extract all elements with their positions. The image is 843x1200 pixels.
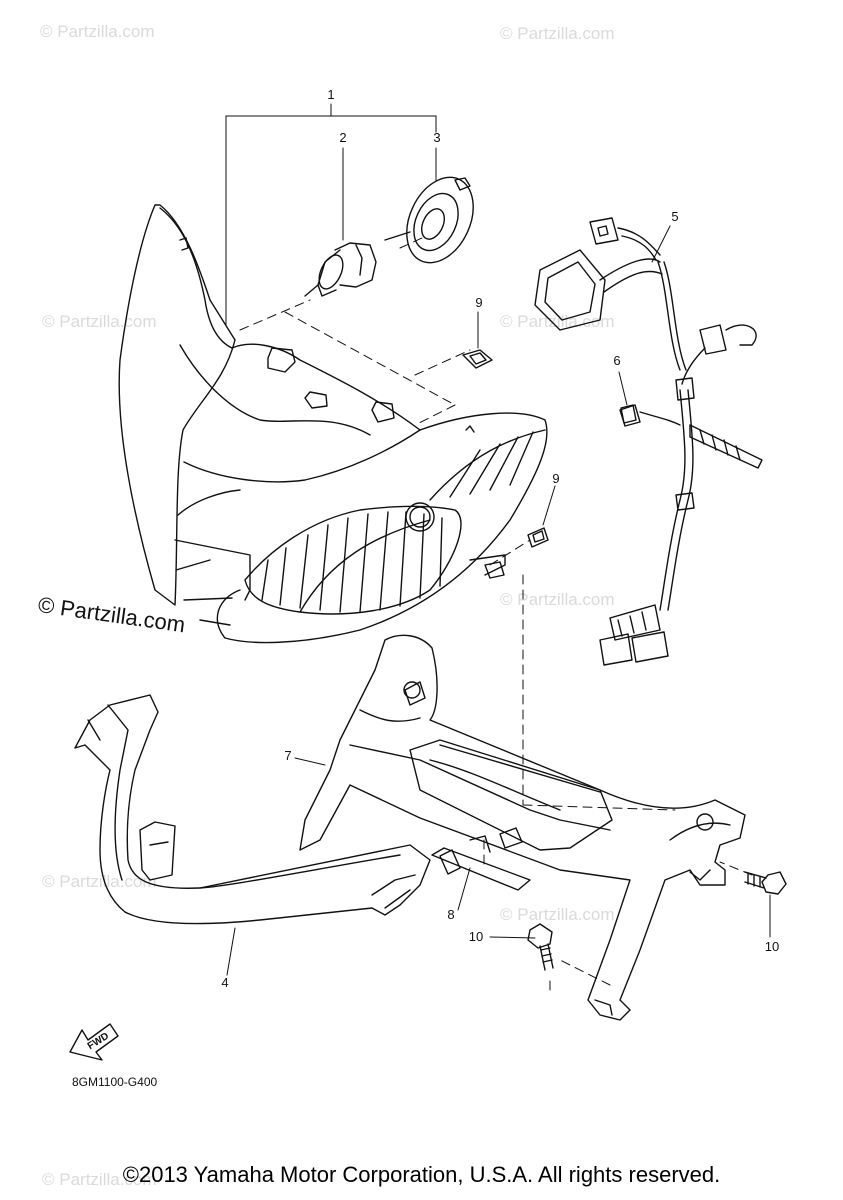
callout-7: 7 xyxy=(284,748,292,763)
callout-5: 5 xyxy=(671,209,679,224)
assembly-dash-lines xyxy=(239,237,753,991)
watermark: © Partzilla.com xyxy=(42,872,157,891)
diagram-code: 8GM1100-G400 xyxy=(72,1075,158,1089)
callout-6: 6 xyxy=(613,353,621,368)
headlight-housing-part-1 xyxy=(118,204,548,644)
callout-8: 8 xyxy=(447,907,455,922)
watermark: © Partzilla.com xyxy=(500,590,615,609)
watermark: © Partzilla.com xyxy=(42,312,157,331)
copyright-notice: ©2013 Yamaha Motor Corporation, U.S.A. A… xyxy=(122,1162,721,1187)
damper-strip-part-8 xyxy=(431,847,531,891)
callout-2: 2 xyxy=(339,130,347,145)
leader-lines xyxy=(225,103,771,976)
wire-clamp-part-6 xyxy=(620,404,637,424)
bulb-cover-part-3 xyxy=(384,176,474,264)
fwd-arrow-icon xyxy=(69,1023,119,1061)
bracket-part-4 xyxy=(74,694,431,925)
headlight-stay-part-7 xyxy=(299,634,746,1021)
callout-10: 10 xyxy=(764,939,780,954)
wiring-harness-part-5 xyxy=(534,217,763,666)
watermark: © Partzilla.com xyxy=(500,24,615,43)
watermark: © Partzilla.com xyxy=(42,1170,157,1189)
callout-9: 9 xyxy=(475,295,483,310)
callout-9: 9 xyxy=(552,471,560,486)
callout-10: 10 xyxy=(468,929,484,944)
callout-3: 3 xyxy=(433,130,441,145)
watermark: © Partzilla.com xyxy=(500,905,615,924)
callout-4: 4 xyxy=(221,975,229,990)
headlight-bulb-part-2 xyxy=(304,242,377,297)
watermark: © Partzilla.com xyxy=(40,22,155,41)
callout-1: 1 xyxy=(327,87,335,102)
bolt-part-10 xyxy=(527,871,787,971)
watermark: © Partzilla.com xyxy=(500,312,615,331)
clip-nut-part-9 xyxy=(462,349,549,579)
